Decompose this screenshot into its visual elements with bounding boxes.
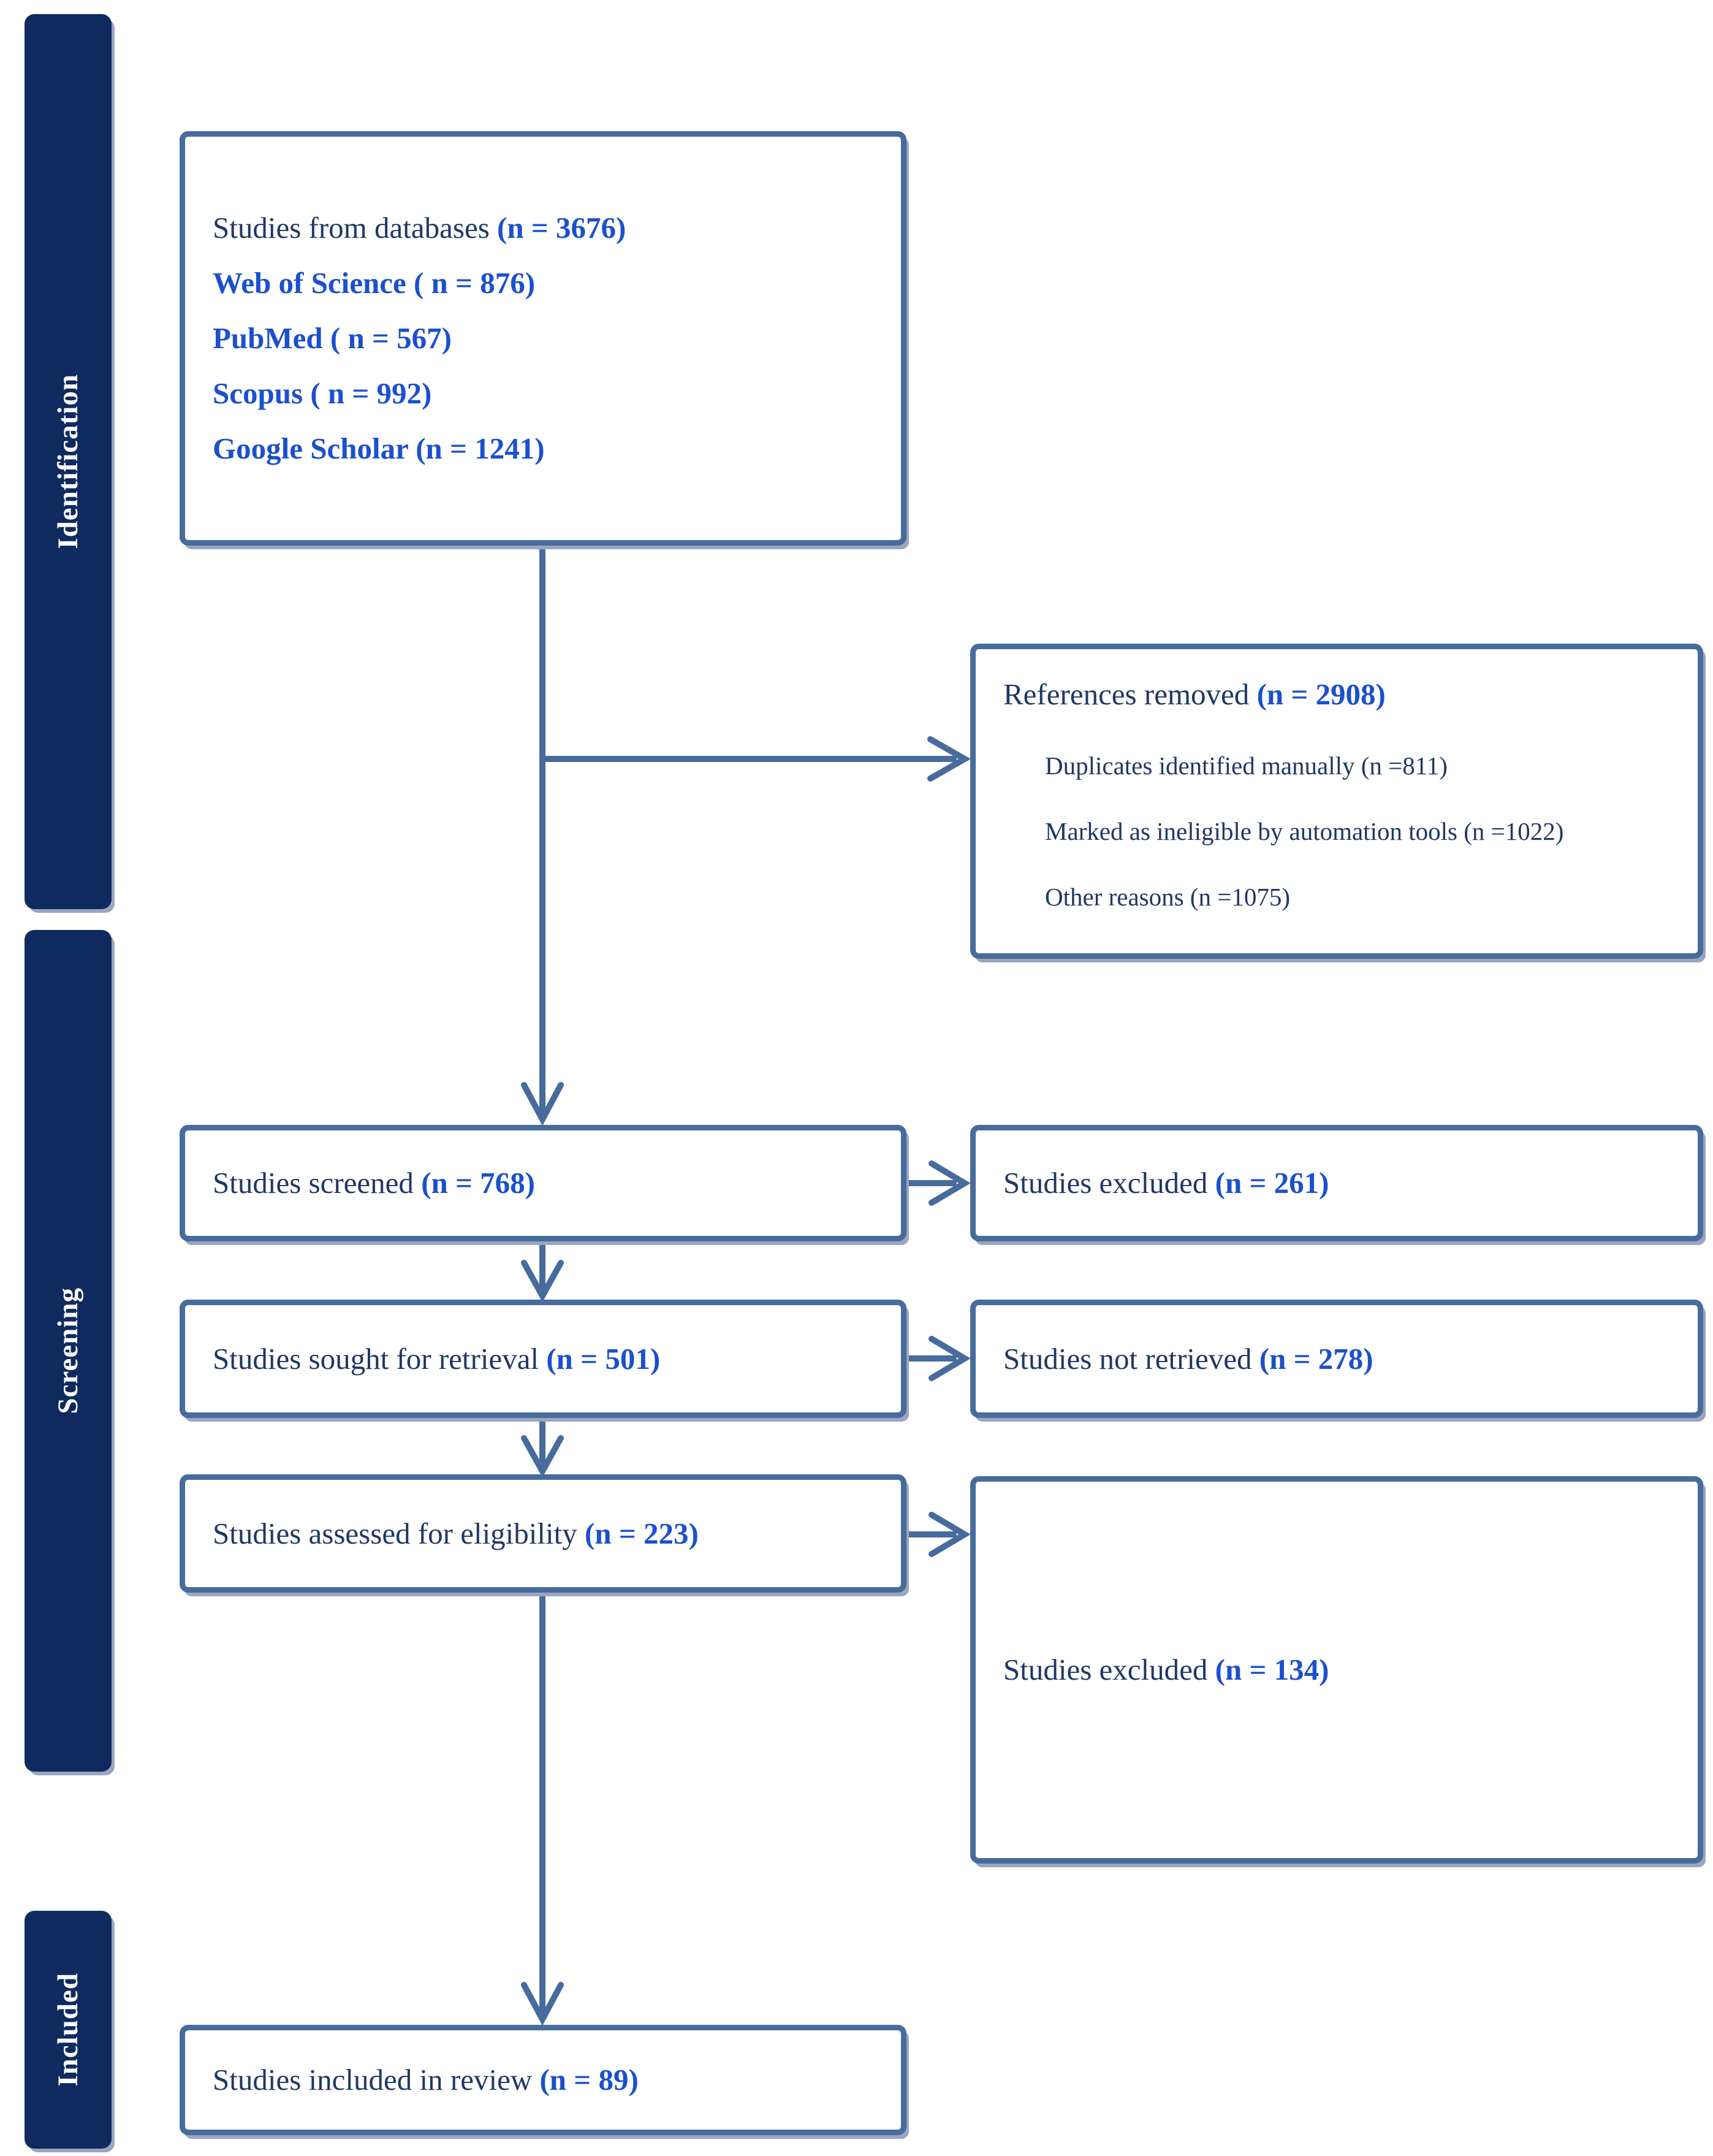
database-item-google-scholar: Google Scholar (n = 1241): [213, 432, 545, 465]
box-studies-from-databases: Studies from databases (n = 3676) Web of…: [180, 131, 906, 546]
studies-assessed-label: Studies assessed for eligibility: [213, 1516, 585, 1550]
studies-sought-line: Studies sought for retrieval (n = 501): [213, 1331, 889, 1387]
references-removed-title-line: References removed (n = 2908): [1003, 673, 1685, 716]
stage-label-included: Included: [52, 1973, 84, 2087]
references-removed-count: (n = 2908): [1256, 677, 1386, 711]
databases-title-count: (n = 3676): [497, 211, 626, 245]
stage-label-identification: Identification: [52, 374, 84, 549]
database-item-pubmed: PubMed ( n = 567): [213, 321, 452, 355]
arrow-sought-to-not-retrieved: [899, 1336, 971, 1381]
references-removed-title: References removed: [1003, 677, 1257, 711]
arrow-assessed-to-excluded: [899, 1512, 971, 1557]
studies-sought-count: (n = 501): [546, 1341, 661, 1376]
stage-label-screening: Screening: [52, 1287, 84, 1414]
studies-included-count: (n = 89): [539, 2063, 639, 2097]
studies-excluded-screening-line: Studies excluded (n = 261): [1003, 1156, 1685, 1211]
arrow-assessed-to-included: [521, 1591, 564, 2026]
box-studies-not-retrieved: Studies not retrieved (n = 278): [970, 1300, 1703, 1418]
stage-bar-included: Included: [25, 1911, 112, 2149]
references-removed-item-other: Other reasons (n =1075): [1045, 882, 1290, 911]
studies-excluded-eligibility-label: Studies excluded: [1003, 1653, 1215, 1686]
studies-not-retrieved-line: Studies not retrieved (n = 278): [1003, 1331, 1685, 1387]
stage-bar-screening: Screening: [25, 930, 112, 1772]
arrow-branch-to-references-removed: [539, 736, 971, 782]
studies-screened-count: (n = 768): [421, 1166, 535, 1200]
arrow-screened-to-excluded: [899, 1160, 971, 1206]
box-studies-excluded-screening: Studies excluded (n = 261): [970, 1125, 1703, 1241]
studies-sought-label: Studies sought for retrieval: [213, 1341, 547, 1376]
studies-included-line: Studies included in review (n = 89): [213, 2052, 889, 2108]
box-studies-screened: Studies screened (n = 768): [180, 1125, 906, 1241]
references-removed-item-automation: Marked as ineligible by automation tools…: [1045, 817, 1564, 845]
databases-title-line: Studies from databases (n = 3676): [213, 200, 889, 256]
studies-not-retrieved-count: (n = 278): [1259, 1341, 1373, 1376]
box-references-removed: References removed (n = 2908) Duplicates…: [970, 644, 1703, 959]
studies-screened-label: Studies screened: [213, 1166, 422, 1200]
box-studies-assessed-for-eligibility: Studies assessed for eligibility (n = 22…: [180, 1474, 906, 1593]
database-item-scopus: Scopus ( n = 992): [213, 376, 432, 410]
box-studies-included-in-review: Studies included in review (n = 89): [180, 2025, 906, 2135]
references-removed-item-duplicates: Duplicates identified manually (n =811): [1045, 751, 1448, 780]
studies-excluded-eligibility-count: (n = 134): [1215, 1653, 1329, 1686]
studies-screened-line: Studies screened (n = 768): [213, 1156, 889, 1211]
stage-bar-identification: Identification: [25, 14, 112, 909]
studies-assessed-count: (n = 223): [585, 1516, 699, 1550]
studies-excluded-screening-label: Studies excluded: [1003, 1166, 1215, 1200]
databases-title: Studies from databases: [213, 211, 498, 245]
box-studies-excluded-eligibility: Studies excluded (n = 134): [970, 1476, 1703, 1864]
box-studies-sought-for-retrieval: Studies sought for retrieval (n = 501): [180, 1300, 906, 1418]
studies-excluded-eligibility-line: Studies excluded (n = 134): [1003, 1642, 1685, 1697]
studies-excluded-screening-count: (n = 261): [1215, 1166, 1329, 1200]
studies-not-retrieved-label: Studies not retrieved: [1003, 1341, 1259, 1376]
database-item-web-of-science: Web of Science ( n = 876): [213, 266, 536, 300]
arrow-sought-to-assessed: [521, 1417, 564, 1478]
studies-included-label: Studies included in review: [213, 2063, 540, 2097]
arrow-databases-to-screened: [521, 546, 564, 1126]
studies-assessed-line: Studies assessed for eligibility (n = 22…: [213, 1506, 889, 1561]
arrow-screened-to-sought: [521, 1240, 564, 1303]
